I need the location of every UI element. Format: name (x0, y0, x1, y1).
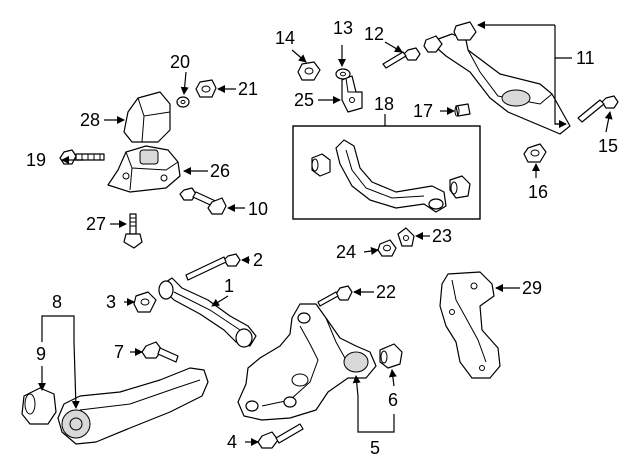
part-19-bolt (59, 149, 105, 165)
callout-25: 25 (294, 90, 314, 110)
callout-18: 18 (374, 94, 394, 114)
part-22-bolt (317, 285, 353, 307)
part-18-upper-link (311, 139, 471, 213)
callout-10: 10 (248, 199, 268, 219)
part-23-bracket (397, 227, 415, 247)
callout-numbers: 1 2 3 4 5 6 7 8 9 10 11 12 13 14 15 16 1… (26, 18, 618, 458)
part-21-nut (195, 79, 217, 98)
callout-6: 6 (388, 390, 398, 410)
callout-21: 21 (238, 79, 258, 99)
callout-20: 20 (170, 52, 190, 72)
part-14-nut (297, 61, 321, 81)
part-11-upper-control-arm (423, 21, 571, 135)
part-24-nut (377, 239, 397, 257)
part-3-nut (133, 291, 157, 313)
callout-15: 15 (598, 136, 618, 156)
part-10-bolt (179, 187, 227, 215)
callout-27: 27 (86, 214, 106, 234)
part-7-bolt (141, 341, 179, 363)
part-26-mount-bracket (107, 145, 181, 193)
callout-16: 16 (528, 182, 548, 202)
part-25-bracket (341, 75, 363, 113)
part-9-bushing (21, 387, 57, 425)
part-8-trailing-arm (57, 367, 209, 445)
part-1-lower-link (158, 277, 257, 348)
callout-9: 9 (36, 344, 46, 364)
callout-4: 4 (227, 432, 237, 452)
callout-14: 14 (275, 28, 295, 48)
callout-5: 5 (370, 438, 380, 458)
callout-24: 24 (336, 242, 356, 262)
part-5-knuckle (237, 303, 377, 421)
part-2-bolt (185, 253, 241, 281)
callout-28: 28 (80, 110, 100, 130)
callout-1: 1 (224, 276, 234, 296)
part-20-washer (176, 96, 190, 108)
callout-13: 13 (333, 18, 353, 38)
part-18-group-frame (292, 125, 481, 220)
part-28-bump-stop (123, 91, 171, 143)
callout-19: 19 (26, 150, 46, 170)
callout-29: 29 (522, 278, 542, 298)
callout-8: 8 (52, 292, 62, 312)
leader-lines (38, 21, 613, 446)
callout-3: 3 (106, 292, 116, 312)
part-16-nut (523, 143, 547, 163)
callout-2: 2 (253, 250, 263, 270)
callout-7: 7 (114, 342, 124, 362)
part-15-bolt (577, 95, 619, 123)
part-29-bracket (439, 271, 501, 379)
callout-17: 17 (413, 101, 433, 121)
callout-12: 12 (364, 24, 384, 44)
callout-22: 22 (376, 282, 396, 302)
part-17-sleeve (454, 103, 471, 117)
callout-26: 26 (210, 161, 230, 181)
callout-11: 11 (576, 48, 595, 68)
part-4-bolt (257, 423, 304, 449)
callout-23: 23 (432, 226, 452, 246)
part-12-bolt (382, 47, 421, 69)
part-27-stud (123, 213, 143, 249)
part-6-bushing (379, 343, 403, 369)
